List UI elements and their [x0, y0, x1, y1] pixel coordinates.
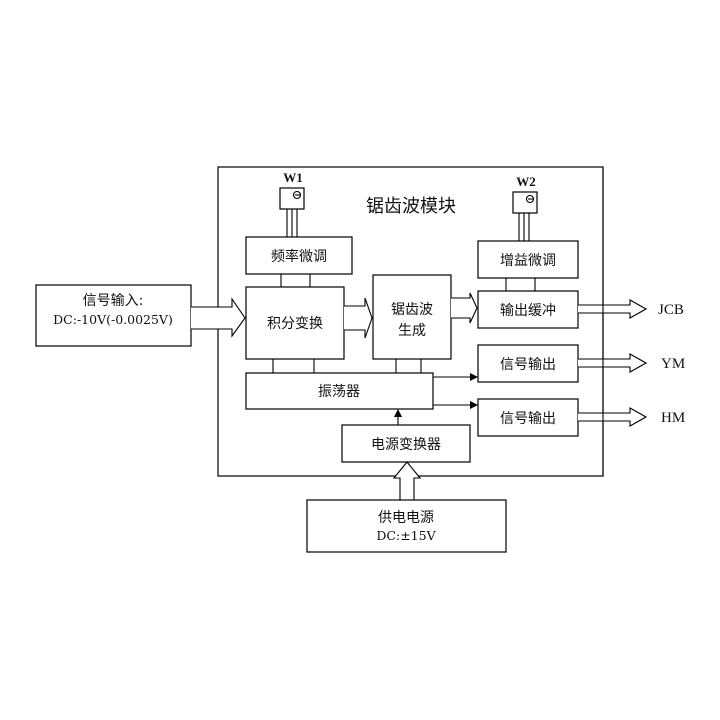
- w1-label: W1: [283, 170, 303, 185]
- freq-adjust-label: 频率微调: [271, 248, 327, 265]
- oscillator-label: 振荡器: [318, 384, 360, 400]
- signal-output-2-label: 信号输出: [500, 411, 556, 427]
- sawtooth-to-buffer-arrow: [451, 292, 478, 324]
- sawtooth-gen-line2: 生成: [398, 323, 426, 339]
- supply-to-converter-arrow: [392, 461, 422, 500]
- signal-input-range: DC:-10V(-0.0025V): [53, 312, 173, 327]
- signal-output-1-label: 信号输出: [500, 357, 556, 373]
- signal-input-title: 信号输入:: [83, 293, 144, 309]
- signal-input-block: 信号输入: DC:-10V(-0.0025V): [35, 284, 192, 347]
- ym-output-arrow: [578, 353, 648, 373]
- integral-transform-label: 积分变换: [267, 315, 323, 332]
- signal-output-1-block: 信号输出: [477, 344, 579, 383]
- hm-output-label: HM: [661, 410, 685, 426]
- jcb-output-label: JCB: [658, 302, 684, 318]
- integral-transform-block: 积分变换: [245, 286, 345, 360]
- hm-output-arrow: [578, 407, 648, 427]
- freq-adjust-block: 频率微调: [245, 236, 353, 275]
- gain-adjust-block: 增益微调: [477, 240, 579, 279]
- input-arrow: [191, 297, 246, 338]
- w1-body: [279, 187, 305, 210]
- w2-label: W2: [516, 174, 536, 189]
- power-converter-label: 电源变换器: [371, 436, 441, 453]
- integral-to-sawtooth-arrow: [344, 297, 373, 339]
- gain-adjust-label: 增益微调: [500, 253, 556, 269]
- output-buffer-label: 输出缓冲: [500, 303, 556, 319]
- power-supply-voltage: DC:±15V: [376, 528, 436, 543]
- oscillator-block: 振荡器: [245, 372, 434, 410]
- power-supply-title: 供电电源: [378, 510, 434, 526]
- power-converter-block: 电源变换器: [341, 424, 471, 463]
- signal-output-2-block: 信号输出: [477, 398, 579, 437]
- potentiometer-w1: W1: [279, 170, 305, 237]
- w2-body: [512, 191, 538, 214]
- sawtooth-gen-block: 锯齿波 生成: [372, 274, 452, 360]
- osc-to-output2-arrow: [470, 401, 478, 409]
- osc-to-output1-arrow: [470, 373, 478, 381]
- converter-to-osc-arrow: [394, 409, 402, 417]
- ym-output-label: YM: [661, 356, 685, 372]
- power-supply-block: 供电电源 DC:±15V: [306, 499, 507, 553]
- output-buffer-block: 输出缓冲: [477, 290, 579, 329]
- module-title: 锯齿波模块: [366, 196, 456, 217]
- potentiometer-w2: W2: [512, 174, 538, 241]
- jcb-output-arrow: [578, 299, 648, 319]
- sawtooth-gen-line1: 锯齿波: [391, 302, 433, 318]
